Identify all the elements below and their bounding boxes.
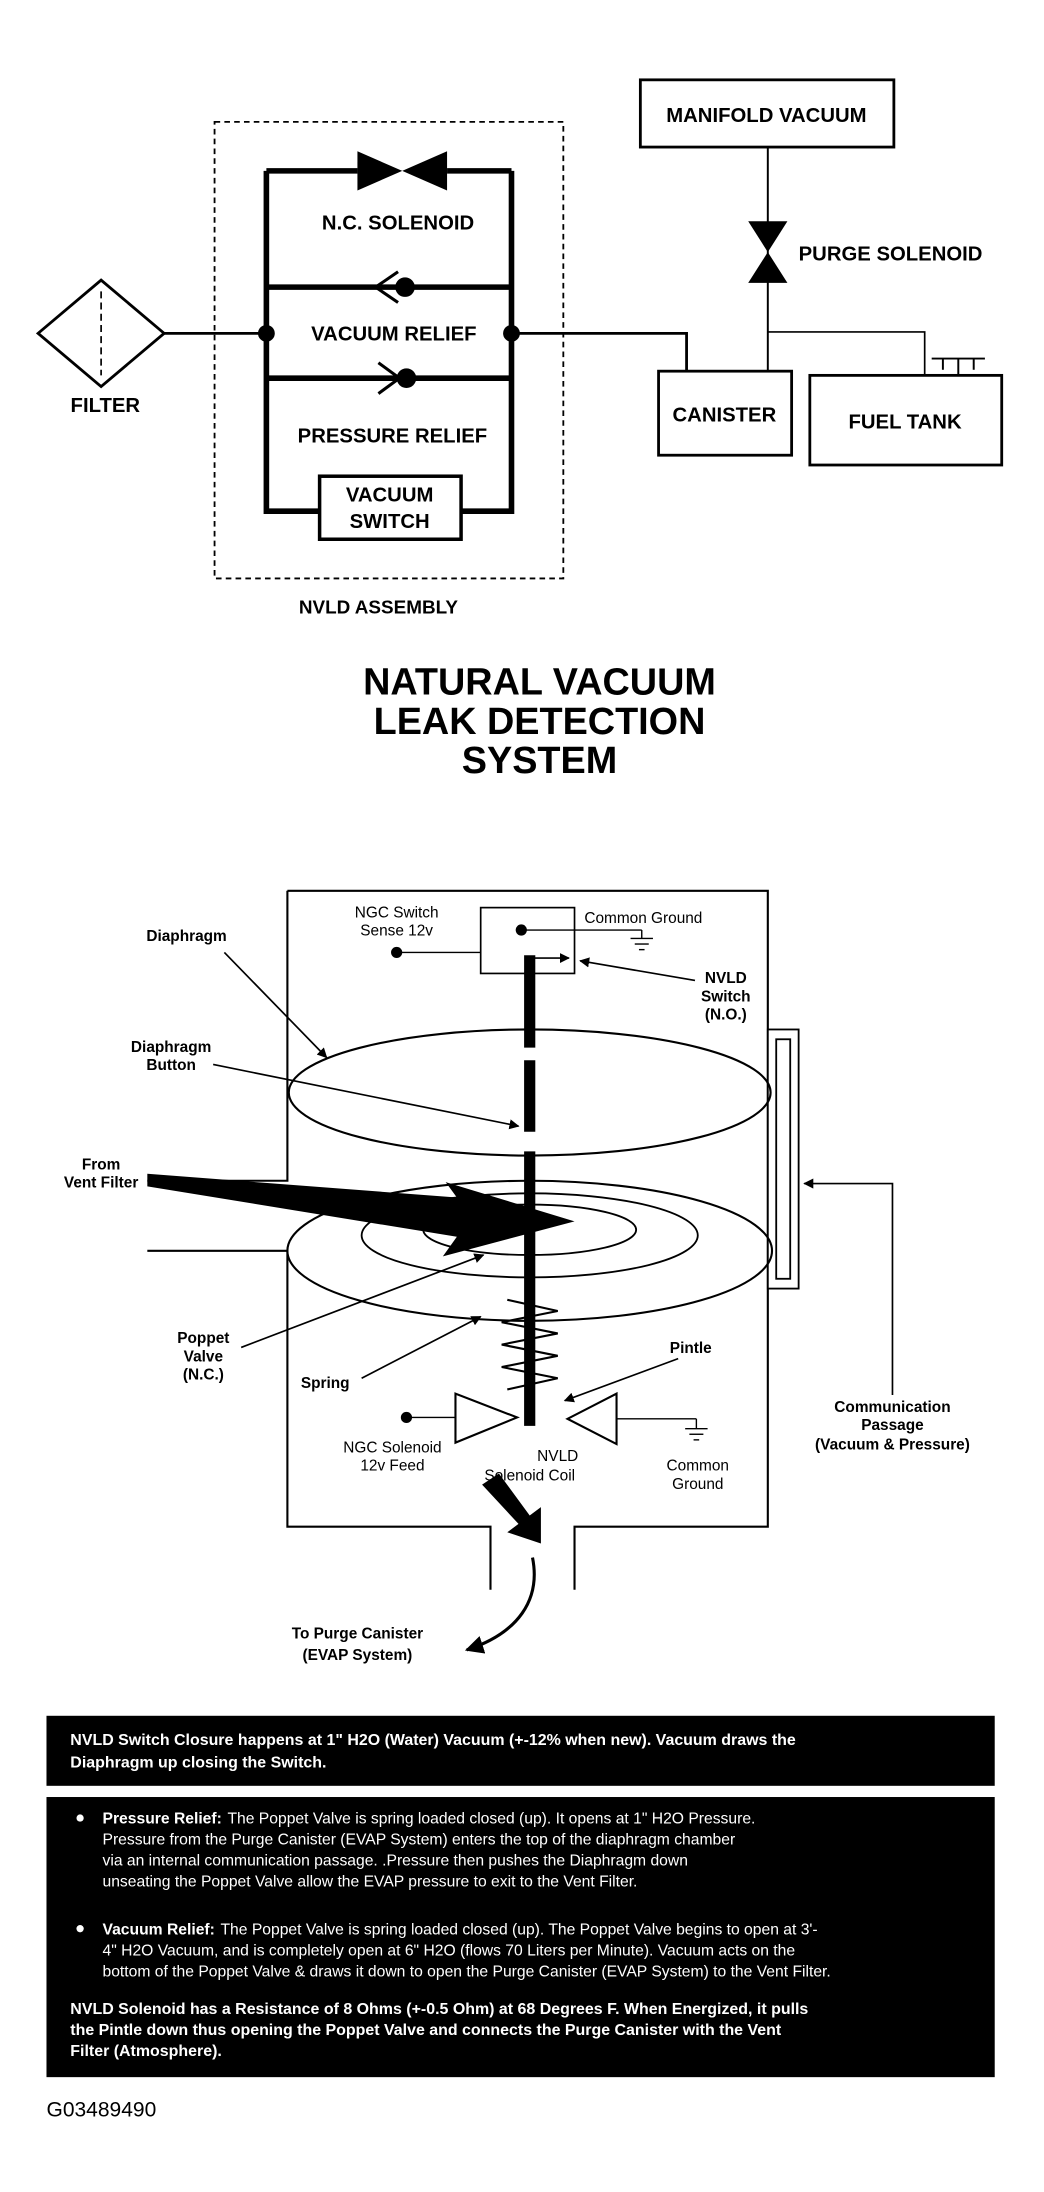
solenoid-coil-right-triangle	[565, 1391, 618, 1446]
figure-id: G03489490	[46, 2098, 156, 2121]
solenoid-note-line1: NVLD Solenoid has a Resistance of 8 Ohms…	[70, 2001, 808, 2018]
solenoid-note-line3: Filter (Atmosphere).	[70, 2043, 222, 2060]
nvld-cutaway: Common Ground NGC Switch Sense 12v NVLD …	[64, 889, 970, 1664]
communication-passage-label-line3: (Vacuum & Pressure)	[815, 1437, 970, 1454]
pressure-relief-line4: unseating the Poppet Valve allow the EVA…	[103, 1874, 638, 1891]
ground-icon	[685, 1418, 708, 1441]
vacuum-relief-bullet	[76, 1925, 84, 1933]
purge-curve-arrow	[464, 1557, 536, 1654]
nc-solenoid-valve-symbol	[357, 151, 448, 191]
communication-passage	[766, 1028, 800, 1290]
system-title-line3: SYSTEM	[462, 740, 617, 782]
vacuum-relief-line2: 4" H2O Vacuum, and is completely open at…	[103, 1942, 796, 1959]
diaphragm-leader-arrow	[223, 951, 328, 1059]
schematic: N.C. SOLENOID VACUUM RELIEF PRESSURE REL…	[35, 78, 1004, 618]
pintle-leader-arrow	[563, 1357, 679, 1403]
canister-box	[657, 369, 794, 457]
diaphragm-button-label-line1: Diaphragm	[131, 1039, 211, 1056]
pressure-relief-line2: Pressure from the Purge Canister (EVAP S…	[103, 1832, 736, 1849]
common-ground-bottom-label-line1: Common	[667, 1458, 729, 1475]
communication-passage-leader-arrow	[803, 1178, 894, 1396]
vacuum-relief-line3: bottom of the Poppet Valve & draws it do…	[103, 1963, 831, 1980]
canister-label: CANISTER	[673, 405, 777, 427]
vacuum-relief-text-1: The Poppet Valve is spring loaded closed…	[220, 1921, 817, 1938]
tank-line	[767, 331, 926, 376]
vent-flow-arrow	[147, 1173, 575, 1257]
nvld-solenoid-coil-label-line2: Solenoid Coil	[484, 1467, 575, 1484]
vacuum-relief-check-valve-symbol	[372, 270, 415, 304]
relief-notes: Pressure Relief: The Poppet Valve is spri…	[46, 1797, 995, 2078]
vacuum-switch-box	[317, 474, 463, 541]
purge-solenoid-valve-symbol	[748, 221, 788, 283]
common-ground-top-label: Common Ground	[584, 910, 702, 927]
ground-icon	[630, 930, 653, 951]
from-vent-filter-label-line1: From	[82, 1157, 120, 1174]
ngc-solenoid-feed-label-line2: 12v Feed	[360, 1458, 424, 1475]
vacuum-switch-label-line2: SWITCH	[350, 511, 430, 533]
nvld-valve-frame	[263, 168, 515, 515]
from-vent-filter-label-line2: Vent Filter	[64, 1175, 138, 1192]
system-title-line2: LEAK DETECTION	[374, 701, 706, 743]
poppet-valve-label-line1: Poppet	[177, 1330, 229, 1347]
nvld-switch-label-line1: NVLD	[705, 970, 747, 987]
diaphragm-button-leader-arrow	[212, 1063, 520, 1130]
common-ground-bottom-label-line2: Ground	[672, 1476, 723, 1493]
switch-closure-note: NVLD Switch Closure happens at 1" H2O (W…	[46, 1715, 995, 1786]
fuel-tank-label: FUEL TANK	[849, 412, 962, 434]
pressure-relief-text-1: The Poppet Valve is spring loaded closed…	[227, 1811, 755, 1828]
purge-flow-arrow	[482, 1473, 541, 1544]
pressure-relief-check-valve-symbol	[377, 361, 417, 395]
pressure-relief-bullet	[76, 1814, 84, 1822]
poppet-valve-leader-arrow	[240, 1253, 485, 1349]
pressure-relief-label: PRESSURE RELIEF	[298, 426, 487, 448]
nvld-switch-leader-arrow	[579, 957, 696, 982]
vacuum-relief-label: VACUUM RELIEF	[311, 323, 476, 345]
communication-passage-label-line2: Passage	[861, 1417, 924, 1434]
diaphragm-button-label-line2: Button	[146, 1057, 196, 1074]
vacuum-switch-label-line1: VACUUM	[346, 484, 434, 506]
spring-coil	[501, 1298, 558, 1391]
diaphragm-label: Diaphragm	[146, 928, 226, 945]
solenoid-note-line2: the Pintle down thus opening the Poppet …	[70, 2022, 782, 2039]
to-purge-canister-label-line1: To Purge Canister	[292, 1626, 423, 1643]
switch-closure-note-line2: Diaphragm up closing the Switch.	[70, 1755, 326, 1772]
ngc-switch-sense-label-line1: NGC Switch	[355, 904, 439, 921]
switch-closure-note-box	[46, 1715, 995, 1786]
ngc-solenoid-feed-label-line1: NGC Solenoid	[343, 1439, 441, 1456]
fuel-tank-vent-icon	[931, 357, 985, 376]
nvld-solenoid-coil-label-line1: NVLD	[537, 1448, 578, 1465]
vacuum-relief-heading: Vacuum Relief:	[103, 1921, 215, 1938]
relief-notes-box	[46, 1797, 995, 2078]
solenoid-coil-left-triangle	[454, 1392, 520, 1445]
pintle-label: Pintle	[670, 1340, 712, 1357]
poppet-valve-label-line3: (N.C.)	[183, 1367, 224, 1384]
filter-symbol	[35, 278, 167, 389]
nc-solenoid-label: N.C. SOLENOID	[322, 213, 474, 235]
switch-closure-note-line1: NVLD Switch Closure happens at 1" H2O (W…	[70, 1732, 796, 1749]
fuel-tank-box	[808, 373, 1004, 467]
nvld-switch-label-line2: Switch	[701, 988, 751, 1005]
pressure-relief-heading: Pressure Relief:	[103, 1811, 222, 1828]
system-title: NATURAL VACUUM LEAK DETECTION SYSTEM	[363, 662, 716, 782]
spring-leader-arrow	[361, 1315, 482, 1379]
nvld-to-canister-line	[511, 331, 688, 372]
nvld-switch-label-line3: (N.O.)	[705, 1007, 747, 1024]
filter-label: FILTER	[71, 395, 141, 417]
vacuum-relief-line1: Vacuum Relief: The Poppet Valve is spring…	[103, 1921, 818, 1938]
spring-label: Spring	[301, 1375, 350, 1392]
ngc-switch-sense-label-line2: Sense 12v	[360, 923, 433, 940]
poppet-valve-label-line2: Valve	[184, 1348, 224, 1365]
pressure-relief-line1: Pressure Relief: The Poppet Valve is spri…	[103, 1811, 756, 1828]
communication-passage-label-line1: Communication	[834, 1399, 950, 1416]
pressure-relief-line3: via an internal communication passage. .…	[103, 1853, 688, 1870]
purge-solenoid-label: PURGE SOLENOID	[799, 244, 983, 266]
nvld-assembly-label: NVLD ASSEMBLY	[299, 597, 459, 618]
to-purge-canister-label-line2: (EVAP System)	[303, 1647, 413, 1664]
manifold-vacuum-label: MANIFOLD VACUUM	[666, 105, 866, 127]
system-title-line1: NATURAL VACUUM	[363, 662, 716, 704]
